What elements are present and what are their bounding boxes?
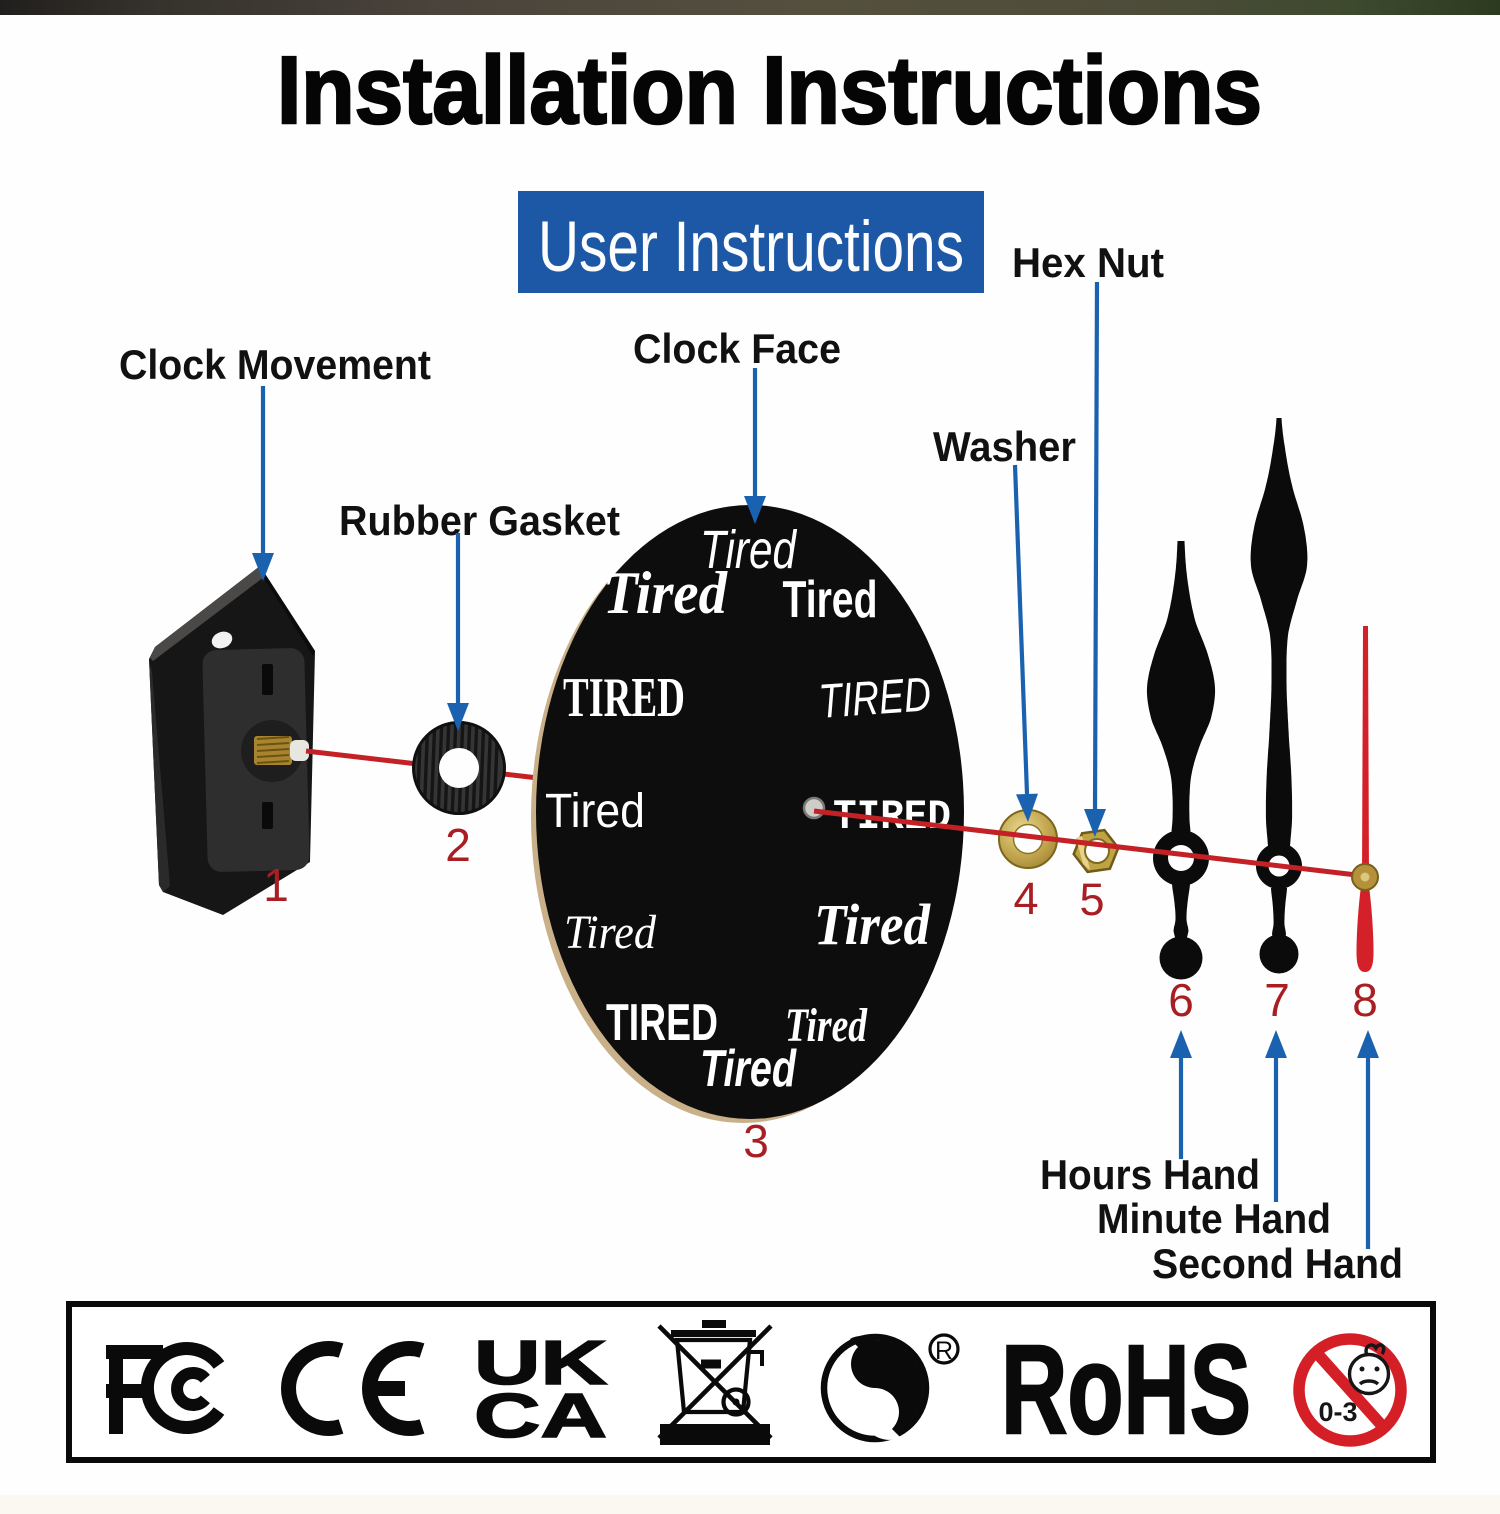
svg-text:Tired: Tired xyxy=(564,906,657,959)
svg-text:1: 1 xyxy=(263,859,289,911)
svg-text:Clock Movement: Clock Movement xyxy=(119,341,431,388)
svg-text:Minute Hand: Minute Hand xyxy=(1097,1195,1331,1242)
svg-text:4: 4 xyxy=(1013,873,1038,924)
svg-text:User Instructions: User Instructions xyxy=(538,208,964,287)
svg-text:Hex Nut: Hex Nut xyxy=(1012,239,1164,286)
svg-text:TIRED: TIRED xyxy=(606,994,718,1052)
svg-text:Tired: Tired xyxy=(814,892,931,957)
svg-text:Tired: Tired xyxy=(783,571,878,629)
svg-text:6: 6 xyxy=(1168,974,1194,1026)
svg-text:7: 7 xyxy=(1264,974,1290,1026)
svg-text:TIRED: TIRED xyxy=(563,667,685,729)
svg-text:Tired: Tired xyxy=(603,560,728,626)
svg-text:5: 5 xyxy=(1079,874,1104,925)
svg-text:3: 3 xyxy=(743,1115,769,1167)
svg-text:RoHS: RoHS xyxy=(1001,1319,1251,1460)
svg-text:8: 8 xyxy=(1352,974,1378,1026)
svg-text:Tired: Tired xyxy=(700,1040,797,1098)
svg-text:CA: CA xyxy=(474,1382,607,1451)
svg-text:Second Hand: Second Hand xyxy=(1152,1240,1403,1287)
svg-text:Tired: Tired xyxy=(545,785,645,838)
svg-text:Tired: Tired xyxy=(700,520,798,580)
svg-text:Hours Hand: Hours Hand xyxy=(1040,1151,1260,1198)
svg-text:2: 2 xyxy=(445,819,471,871)
svg-text:Tired: Tired xyxy=(785,999,868,1052)
svg-text:R: R xyxy=(935,1337,953,1365)
svg-text:UK: UK xyxy=(474,1329,607,1398)
svg-text:TIRED: TIRED xyxy=(817,668,932,729)
svg-text:Rubber Gasket: Rubber Gasket xyxy=(339,497,620,544)
svg-text:Installation Instructions: Installation Instructions xyxy=(277,37,1262,144)
svg-text:Washer: Washer xyxy=(933,423,1076,470)
svg-text:0-3: 0-3 xyxy=(1318,1397,1357,1427)
svg-text:Clock Face: Clock Face xyxy=(633,325,841,372)
